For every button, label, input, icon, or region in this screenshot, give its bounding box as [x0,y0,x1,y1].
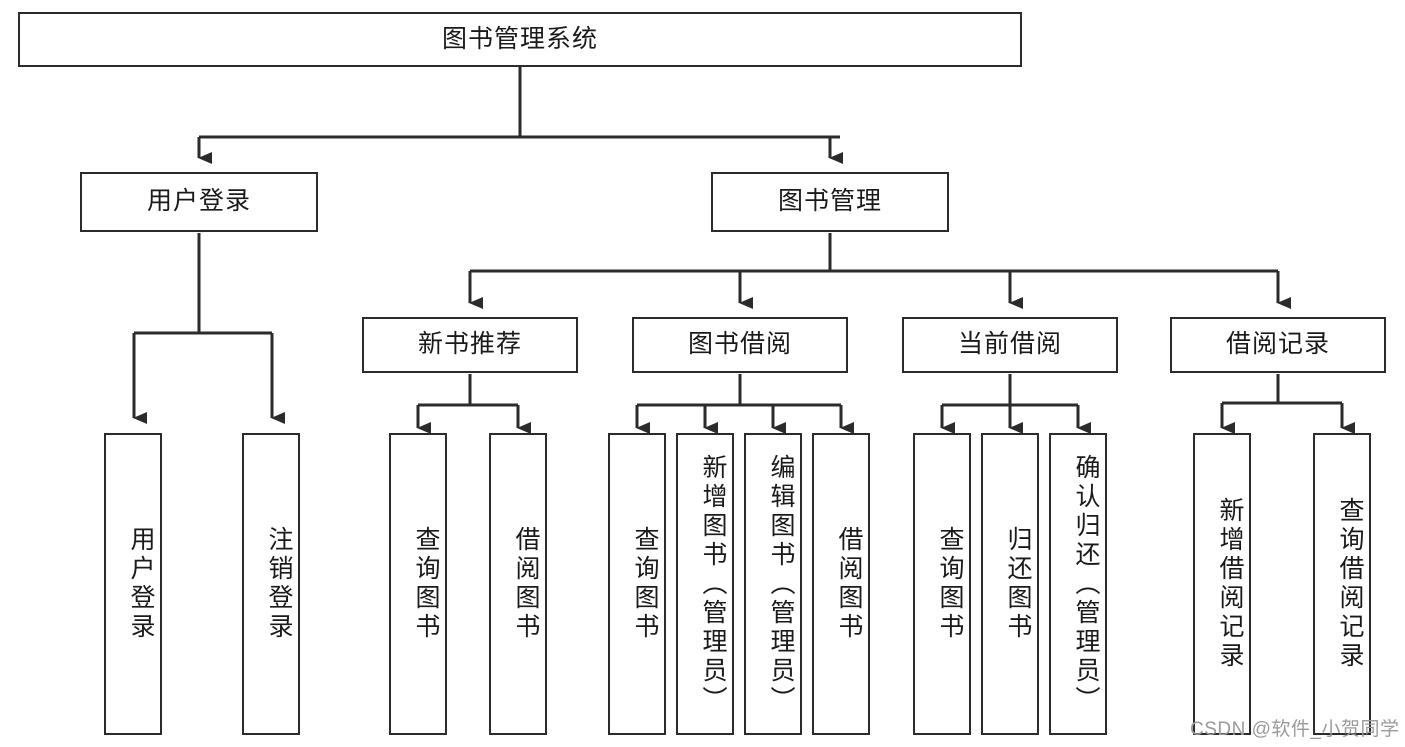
csdn-watermark: CSDN @软件_小贺同学 [1190,719,1400,740]
node-user-login[interactable]: 用户登录 [80,172,318,232]
leaf-label: 归还图书 [1004,526,1032,642]
leaf-label: 查询借阅记录 [1336,497,1364,671]
leaf-borrow-record-add-record[interactable]: 新增借阅记录 [1193,433,1251,735]
leaf-new-book-query-book[interactable]: 查询图书 [389,433,447,735]
leaf-label: 查询图书 [412,526,440,642]
node-borrow-record[interactable]: 借阅记录 [1170,317,1386,373]
leaf-label: 注销登录 [265,526,293,642]
leaf-book-borrow-edit-book-admin[interactable]: 编辑图书（管理员） [744,433,802,735]
leaf-current-borrow-return-book[interactable]: 归还图书 [981,433,1039,735]
leaf-book-borrow-query-book[interactable]: 查询图书 [608,433,666,735]
node-book-borrow[interactable]: 图书借阅 [632,317,848,373]
leaf-new-book-borrow-book[interactable]: 借阅图书 [489,433,547,735]
leaf-label: 借阅图书 [512,526,540,642]
node-book-management[interactable]: 图书管理 [711,172,949,232]
leaf-user-login-login[interactable]: 用户登录 [104,433,162,735]
leaf-current-borrow-confirm-return-admin[interactable]: 确认归还（管理员） [1049,433,1107,735]
node-current-borrow[interactable]: 当前借阅 [902,317,1118,373]
leaf-label: 查询图书 [631,526,659,642]
leaf-label: 确认归还（管理员） [1072,453,1100,715]
leaf-label: 用户登录 [127,526,155,642]
leaf-book-borrow-add-book-admin[interactable]: 新增图书（管理员） [676,433,734,735]
leaf-current-borrow-query-book[interactable]: 查询图书 [913,433,971,735]
leaf-book-borrow-borrow-book[interactable]: 借阅图书 [812,433,870,735]
leaf-label: 借阅图书 [835,526,863,642]
node-root-system[interactable]: 图书管理系统 [18,12,1022,67]
leaf-label: 编辑图书（管理员） [767,453,795,715]
node-new-book-recommend[interactable]: 新书推荐 [362,317,578,373]
leaf-borrow-record-query-record[interactable]: 查询借阅记录 [1313,433,1371,735]
leaf-user-login-logout[interactable]: 注销登录 [242,433,300,735]
leaf-label: 新增图书（管理员） [699,453,727,715]
leaf-label: 查询图书 [936,526,964,642]
leaf-label: 新增借阅记录 [1216,497,1244,671]
